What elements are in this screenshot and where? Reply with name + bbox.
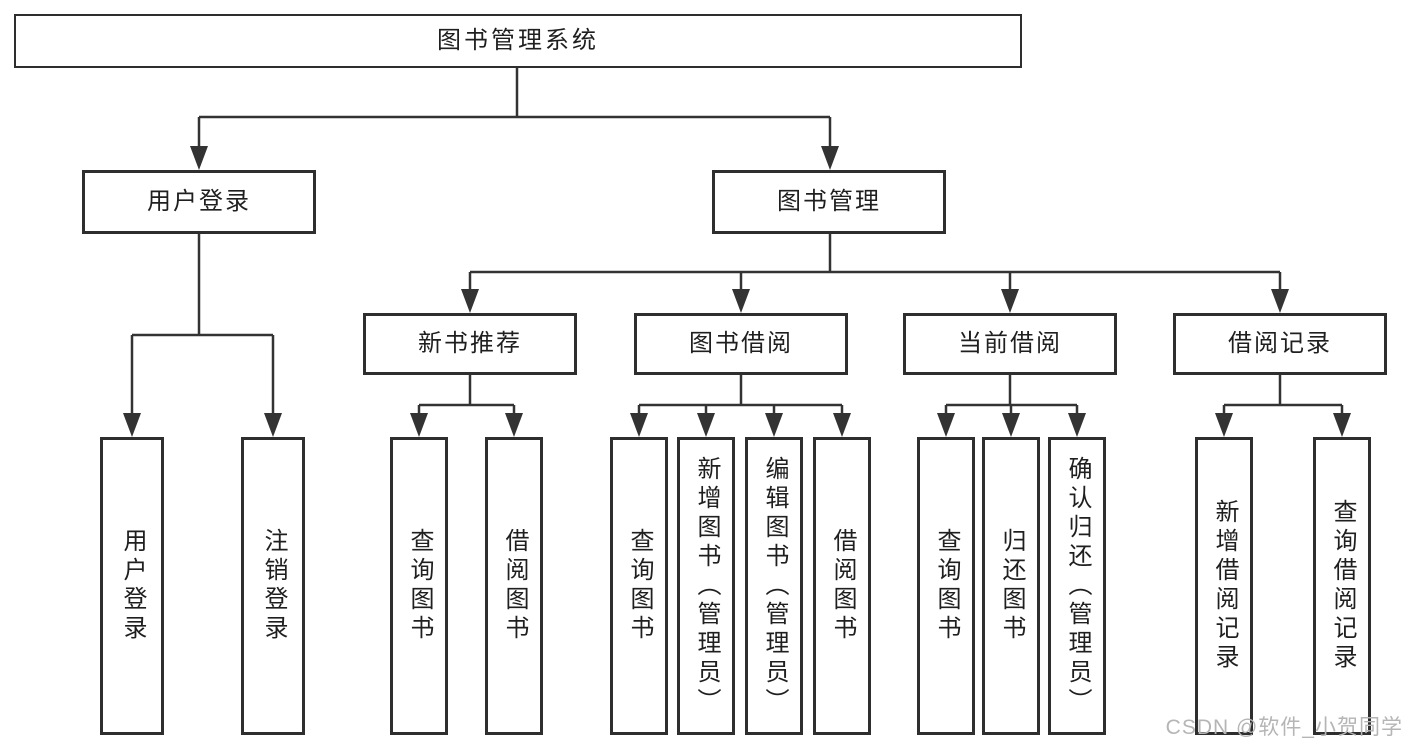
- leaf-confirm-return-admin: 确认归还（管理员）: [1048, 437, 1106, 735]
- leaf-user-login: 用户登录: [100, 437, 164, 735]
- leaf-borrow-books-recommendation: 借阅图书: [485, 437, 543, 735]
- leaf-query-books-borrowing: 查询图书: [610, 437, 668, 735]
- leaf-query-books-current: 查询图书: [917, 437, 975, 735]
- node-library-management-system: 图书管理系统: [14, 14, 1022, 68]
- node-borrowing-records: 借阅记录: [1173, 313, 1387, 375]
- node-current-borrowing: 当前借阅: [903, 313, 1117, 375]
- leaf-query-books-recommendation: 查询图书: [390, 437, 448, 735]
- node-book-borrowing: 图书借阅: [634, 313, 848, 375]
- node-user-login-branch: 用户登录: [82, 170, 316, 234]
- leaf-return-books: 归还图书: [982, 437, 1040, 735]
- leaf-borrow-books: 借阅图书: [813, 437, 871, 735]
- watermark: CSDN @软件_小贺同学: [1165, 716, 1403, 739]
- leaf-query-borrow-record: 查询借阅记录: [1313, 437, 1371, 735]
- node-book-management-branch: 图书管理: [712, 170, 946, 234]
- leaf-add-borrow-record: 新增借阅记录: [1195, 437, 1253, 735]
- leaf-edit-books-admin: 编辑图书（管理员）: [745, 437, 803, 735]
- leaf-logout: 注销登录: [241, 437, 305, 735]
- node-new-book-recommendation: 新书推荐: [363, 313, 577, 375]
- leaf-add-books-admin: 新增图书（管理员）: [677, 437, 735, 735]
